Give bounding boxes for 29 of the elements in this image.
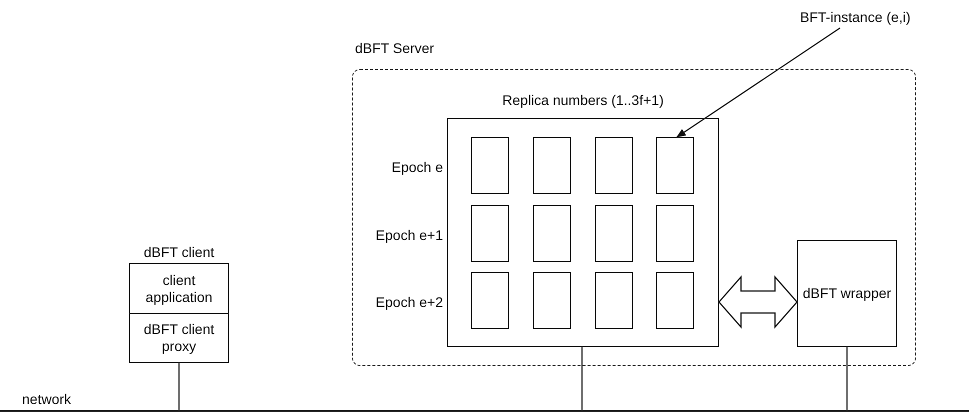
process-box: client application — [129, 263, 229, 314]
instance-cell — [656, 272, 694, 329]
instance-cell — [595, 272, 633, 329]
instance-cell — [471, 205, 509, 262]
row-label: Epoch e — [392, 159, 443, 175]
group-title: dBFT Server — [355, 40, 434, 56]
instance-cell — [533, 272, 571, 329]
instance-cell — [656, 205, 694, 262]
group-title: dBFT client — [142, 244, 216, 260]
connector-line — [581, 347, 583, 411]
row-label: Epoch e+2 — [376, 294, 443, 310]
row-label: Epoch e+1 — [376, 227, 443, 243]
instance-cell — [533, 137, 571, 194]
instance-cell — [595, 205, 633, 262]
instance-cell — [533, 205, 571, 262]
leader-line — [676, 28, 840, 138]
instance-cell — [471, 272, 509, 329]
instance-cell — [656, 137, 694, 194]
connector-line — [178, 363, 180, 411]
network-label: network — [22, 391, 72, 407]
instance-cell — [595, 137, 633, 194]
network-line — [0, 391, 969, 412]
process-box: dBFT client proxy — [129, 313, 229, 363]
double-arrow — [718, 275, 798, 329]
instance-cell — [471, 137, 509, 194]
grid-title: Replica numbers (1..3f+1) — [501, 92, 665, 108]
instance-label: BFT-instance (e,i) — [800, 6, 960, 28]
process-box: dBFT wrapper — [797, 240, 897, 347]
connector-line — [846, 347, 848, 411]
